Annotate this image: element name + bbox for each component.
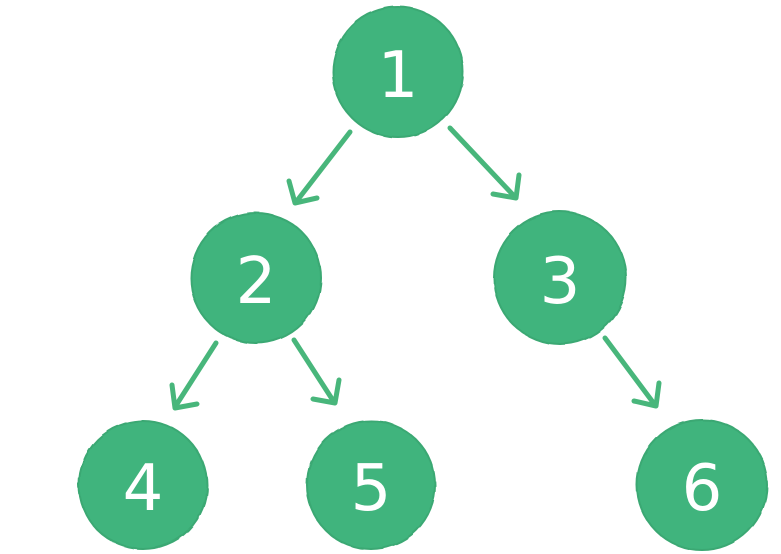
tree-node-1: 1 bbox=[332, 6, 464, 138]
node-label-1: 1 bbox=[378, 39, 419, 113]
edge-2-to-4 bbox=[169, 340, 219, 411]
node-label-5: 5 bbox=[351, 452, 392, 526]
nodes-group: 1 2 3 4 5 6 bbox=[78, 6, 768, 551]
edges-group bbox=[169, 125, 662, 411]
node-label-6: 6 bbox=[682, 452, 723, 526]
node-label-2: 2 bbox=[236, 245, 277, 319]
edge-1-to-2 bbox=[286, 129, 353, 206]
tree-node-2: 2 bbox=[190, 212, 322, 344]
edge-2-to-5 bbox=[291, 337, 342, 406]
edge-3-to-6 bbox=[602, 335, 662, 409]
tree-node-5: 5 bbox=[306, 420, 436, 550]
node-label-3: 3 bbox=[540, 245, 581, 319]
tree-node-4: 4 bbox=[78, 420, 208, 550]
tree-node-3: 3 bbox=[493, 211, 627, 345]
tree-node-6: 6 bbox=[636, 419, 768, 551]
edge-1-to-3 bbox=[447, 125, 522, 201]
node-label-4: 4 bbox=[123, 452, 164, 526]
